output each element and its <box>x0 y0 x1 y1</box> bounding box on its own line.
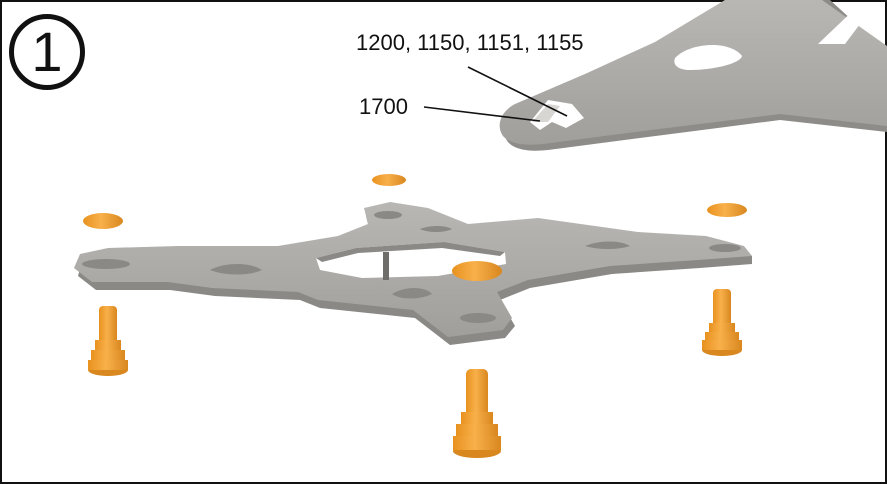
standoff-front <box>453 369 501 458</box>
standoff-left <box>88 306 128 376</box>
washer-pad <box>707 203 747 217</box>
step-number-badge: 1 <box>9 14 85 90</box>
leader-line-1700 <box>423 106 541 122</box>
backplate <box>74 202 752 345</box>
leader-line-115x <box>467 66 568 117</box>
socket-label-115x: 1200, 1150, 1151, 1155 <box>356 30 584 55</box>
washer-pads <box>83 174 747 281</box>
washer-pad <box>372 174 406 186</box>
washer-pad <box>83 213 123 229</box>
socket-label-1700: 1700 <box>359 94 408 119</box>
mounting-tool <box>499 0 887 151</box>
standoff-right <box>702 289 742 356</box>
step-number: 1 <box>31 20 63 83</box>
washer-pad <box>452 261 502 281</box>
